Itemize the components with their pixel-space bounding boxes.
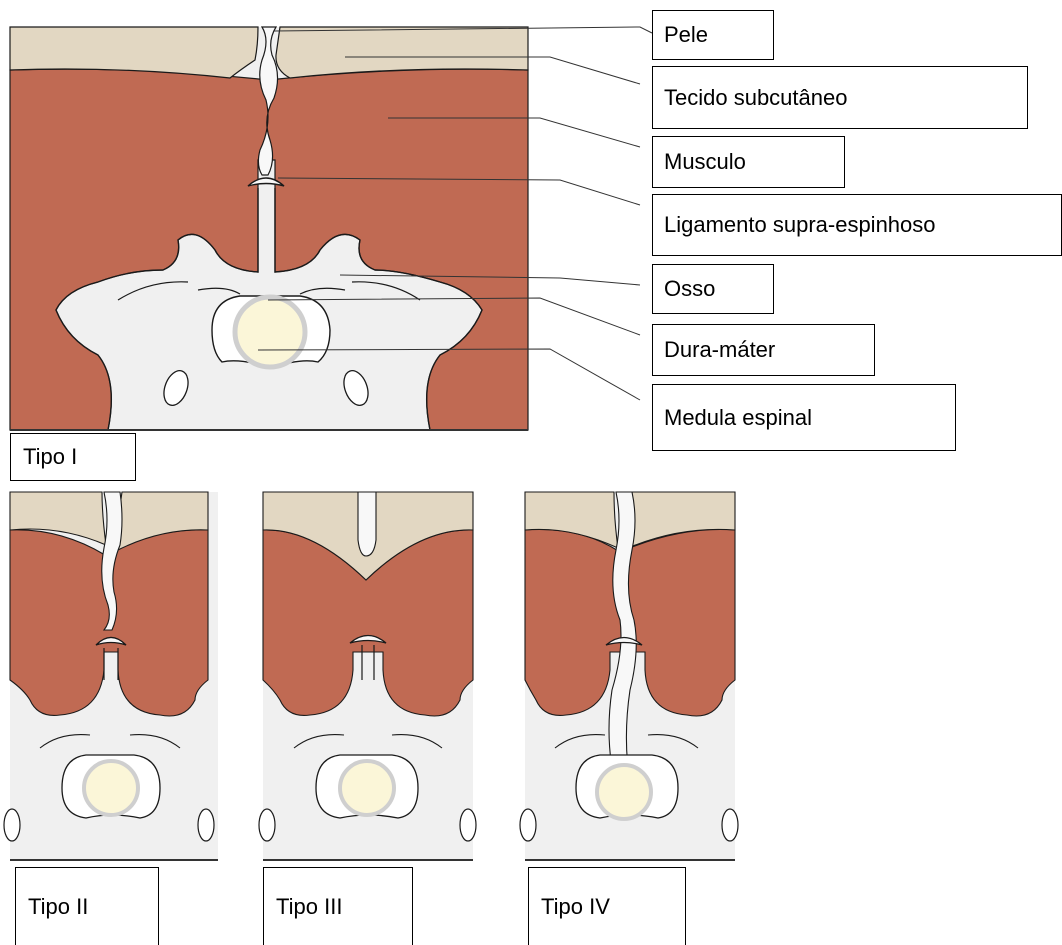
- caption-tipo-2-text: Tipo II: [28, 894, 88, 920]
- panel-tipo-4: [520, 492, 738, 860]
- caption-tipo-3: Tipo III: [263, 867, 413, 945]
- label-ligamento-text: Ligamento supra-espinhoso: [664, 214, 936, 236]
- label-ligamento: Ligamento supra-espinhoso: [652, 194, 1062, 256]
- caption-tipo-1-text: Tipo I: [23, 444, 77, 470]
- panel-tipo-3: [259, 492, 476, 860]
- caption-tipo-1: Tipo I: [10, 433, 136, 481]
- panel-tipo-1: [10, 27, 528, 430]
- label-dura-mater: Dura-máter: [652, 324, 875, 376]
- panel-tipo-2: [4, 492, 218, 860]
- label-osso: Osso: [652, 264, 774, 314]
- spinal-cord: [235, 297, 305, 367]
- label-pele-text: Pele: [664, 24, 708, 46]
- caption-tipo-4-text: Tipo IV: [541, 894, 610, 920]
- caption-tipo-2: Tipo II: [15, 867, 159, 945]
- caption-tipo-3-text: Tipo III: [276, 894, 342, 920]
- caption-tipo-4: Tipo IV: [528, 867, 686, 945]
- label-medula-text: Medula espinal: [664, 407, 812, 429]
- label-musculo: Musculo: [652, 136, 845, 188]
- label-tecido-subcutaneo: Tecido subcutâneo: [652, 66, 1028, 129]
- label-dura-text: Dura-máter: [664, 339, 775, 361]
- label-pele: Pele: [652, 10, 774, 60]
- label-osso-text: Osso: [664, 278, 715, 300]
- label-medula: Medula espinal: [652, 384, 956, 451]
- label-tecido-text: Tecido subcutâneo: [664, 87, 847, 109]
- label-musculo-text: Musculo: [664, 151, 746, 173]
